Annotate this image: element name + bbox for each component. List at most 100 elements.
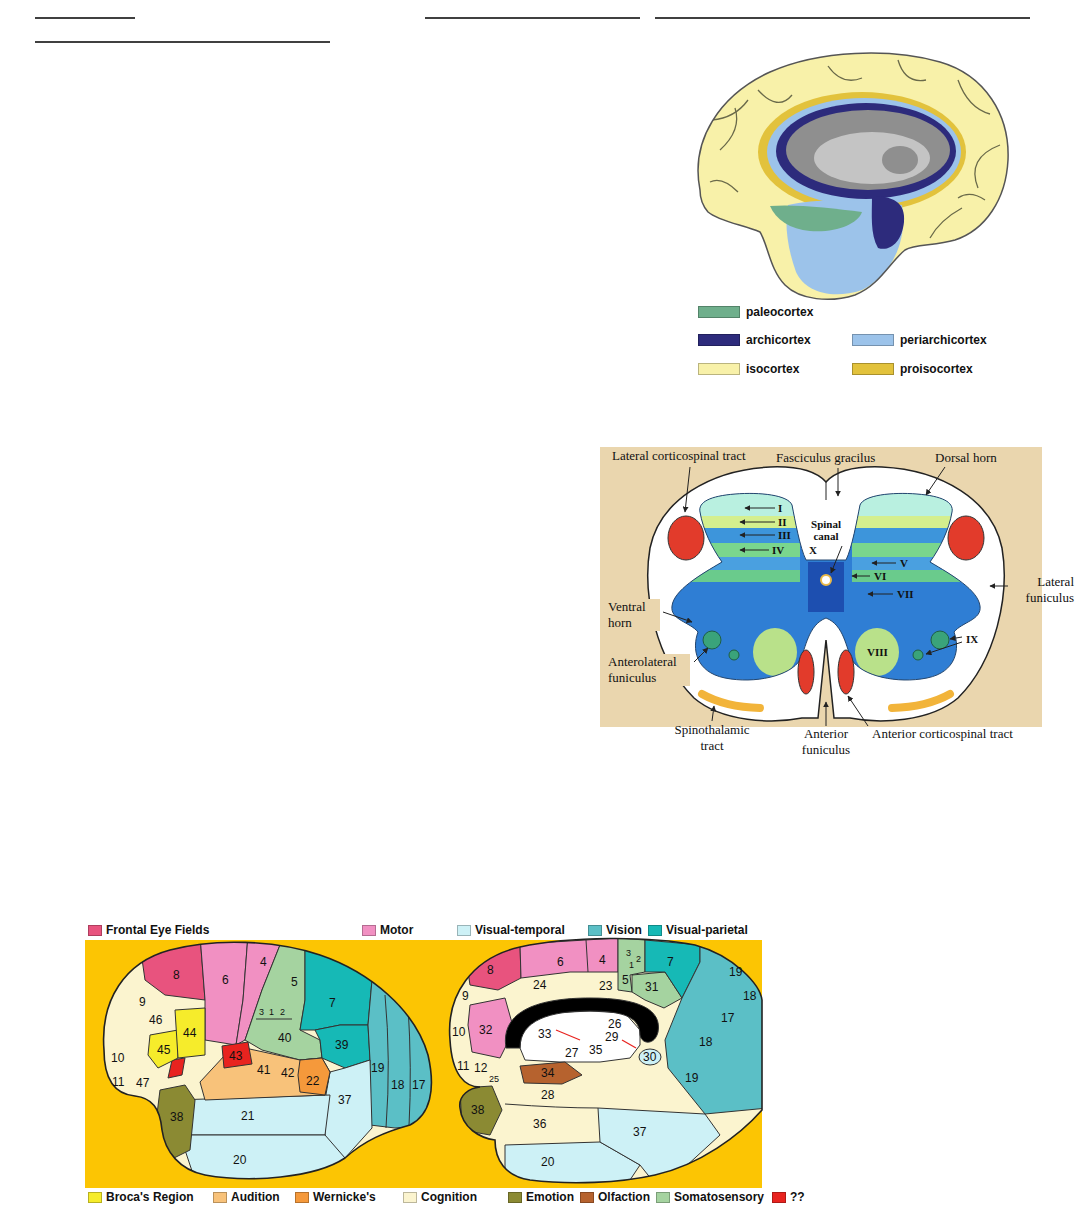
leader-arrows xyxy=(740,550,769,551)
legend-text: Visual-parietal xyxy=(666,923,748,937)
area-number: 43 xyxy=(229,1049,242,1063)
cortex-regions xyxy=(770,205,862,231)
medial-areas xyxy=(665,945,768,1114)
legend-swatch xyxy=(403,1192,417,1203)
area-number: 20 xyxy=(541,1155,554,1169)
area-number: 26 xyxy=(608,1017,621,1031)
area-number: 35 xyxy=(589,1043,602,1057)
structure-label: III xyxy=(778,529,791,541)
legend-text: ?? xyxy=(790,1190,805,1204)
area-number: 3 xyxy=(259,1007,264,1017)
area-number: 1 xyxy=(629,960,634,970)
area-number: 20 xyxy=(233,1153,246,1167)
leader-arrows xyxy=(712,706,714,721)
structure-label: V xyxy=(900,557,908,569)
leader-arrows xyxy=(831,546,842,573)
area-number: 39 xyxy=(335,1038,348,1052)
leader-arrows xyxy=(740,535,775,536)
cortex-sulci xyxy=(758,90,792,102)
legend-text: Emotion xyxy=(526,1190,574,1204)
area-number: 1 xyxy=(269,1007,274,1017)
area-number: 28 xyxy=(541,1088,554,1102)
gray-matter-half xyxy=(702,694,760,708)
area-number: 4 xyxy=(260,955,267,969)
leader-arrows xyxy=(826,702,827,726)
area-number: 5 xyxy=(291,975,298,989)
leader-arrows xyxy=(926,467,945,495)
legend-swatch xyxy=(698,334,740,346)
structure-label: Anterior corticospinal tract xyxy=(872,726,1013,742)
answer-blanks xyxy=(35,41,330,43)
area-number: 9 xyxy=(462,989,469,1003)
area-number: 29 xyxy=(605,1030,618,1044)
legend-swatch xyxy=(295,1192,309,1203)
lateral-areas xyxy=(256,1019,292,1020)
lateral-areas xyxy=(104,935,435,1195)
legend-entry: Motor xyxy=(362,923,413,937)
area-number: 25 xyxy=(489,1074,499,1084)
cortex-sulci xyxy=(712,100,748,120)
legend-entry: Cognition xyxy=(403,1190,477,1204)
area-number: 27 xyxy=(565,1046,578,1060)
cortex-sulci xyxy=(710,180,738,192)
area-number: 40 xyxy=(278,1031,291,1045)
lateral-areas xyxy=(385,995,388,1128)
legend-text: Frontal Eye Fields xyxy=(106,923,209,937)
legend-swatch xyxy=(852,363,894,375)
leader-arrows xyxy=(745,508,775,509)
medial-brain xyxy=(450,938,762,1182)
structure-label: II xyxy=(778,516,787,528)
area-number: 8 xyxy=(173,968,180,982)
area-number: 7 xyxy=(667,955,674,969)
legend-entry: Frontal Eye Fields xyxy=(88,923,209,937)
area-number: 44 xyxy=(183,1026,196,1040)
medial-areas xyxy=(520,1062,582,1084)
structure-label: Ventral horn xyxy=(606,599,660,631)
cortex-sulci xyxy=(930,208,962,238)
legend-text: Broca's Region xyxy=(106,1190,194,1204)
legend-entry: Audition xyxy=(213,1190,280,1204)
lateral-areas xyxy=(298,1058,330,1095)
leader-arrows xyxy=(852,576,870,577)
structure-label: Lateral corticospinal tract xyxy=(612,448,746,464)
legend-swatch xyxy=(580,1192,594,1203)
legend-entry: Visual-temporal xyxy=(457,923,565,937)
cortex-sulci xyxy=(958,80,990,114)
gray-matter-half xyxy=(729,650,739,660)
area-number: 4 xyxy=(599,953,606,967)
gray-matter-half xyxy=(798,650,814,694)
legend-entry: isocortex xyxy=(698,362,799,376)
area-number: 2 xyxy=(636,954,641,964)
area-number: 3 xyxy=(626,948,631,958)
area-number: 11 xyxy=(457,1059,469,1073)
lateral-areas xyxy=(180,1135,345,1195)
cortex-sulci xyxy=(958,194,985,200)
area-number: 11 xyxy=(112,1075,124,1089)
cortex-sulci xyxy=(828,66,862,80)
legend-text: Wernicke's xyxy=(313,1190,376,1204)
structure-label: Spinal canal xyxy=(804,518,848,542)
structure-label: Anterolateral funiculus xyxy=(606,654,690,686)
spinal-cord-section xyxy=(600,447,1042,727)
brodmann-figure xyxy=(85,935,768,1195)
area-number: 37 xyxy=(338,1093,351,1107)
cortex-sulci xyxy=(720,108,737,150)
legend-swatch xyxy=(648,925,662,936)
area-number: 6 xyxy=(222,973,229,987)
area-number: 18 xyxy=(699,1035,712,1049)
legend-swatch xyxy=(213,1192,227,1203)
cortex-regions xyxy=(767,98,961,206)
lateral-areas xyxy=(200,1048,330,1100)
leader-arrows xyxy=(663,467,1008,726)
legend-text: Visual-temporal xyxy=(475,923,565,937)
lateral-areas xyxy=(175,1008,205,1058)
structure-label: VIII xyxy=(867,646,888,658)
cortex-brain xyxy=(698,53,1008,299)
area-number: 38 xyxy=(170,1110,183,1124)
gray-matter-half xyxy=(668,516,704,560)
cortex-regions xyxy=(758,92,966,212)
lateral-areas xyxy=(368,980,435,1128)
spinal-cord-section xyxy=(821,575,831,585)
rexed-laminae xyxy=(640,543,800,557)
legend-text: Olfaction xyxy=(598,1190,650,1204)
